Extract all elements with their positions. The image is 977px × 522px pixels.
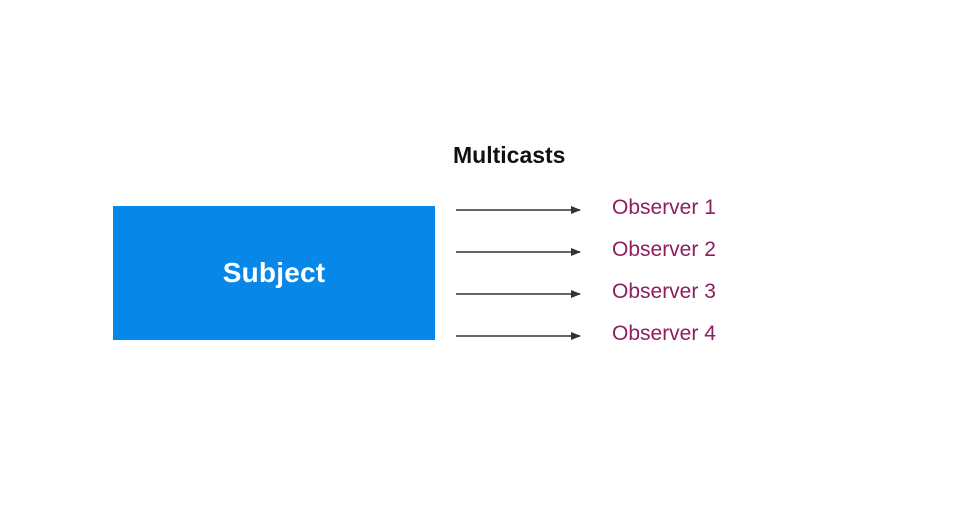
observer-2-label: Observer 2 bbox=[612, 238, 716, 261]
observer-3-label: Observer 3 bbox=[612, 280, 716, 303]
observer-1-label: Observer 1 bbox=[612, 196, 716, 219]
multicasts-label: Multicasts bbox=[453, 142, 566, 168]
subject-label: Subject bbox=[222, 257, 326, 288]
observer-4-label: Observer 4 bbox=[612, 322, 716, 345]
subject-box: Subject bbox=[113, 206, 435, 340]
